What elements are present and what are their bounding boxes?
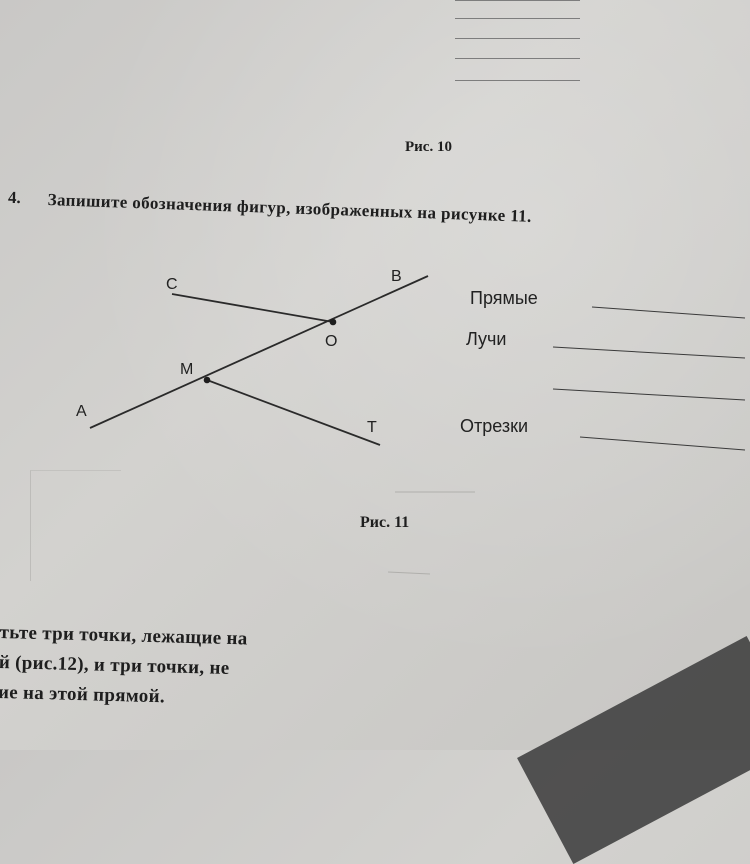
- lines-label: Прямые: [470, 288, 538, 308]
- lines-answer-blank[interactable]: [591, 306, 746, 319]
- label-a: A: [76, 403, 87, 420]
- label-o: O: [325, 333, 337, 350]
- segment-co: [171, 293, 334, 323]
- segments-answer-blank[interactable]: [579, 436, 746, 451]
- rays-label: Лучи: [466, 329, 506, 349]
- label-m: M: [180, 361, 193, 378]
- rays-answer-blank-1[interactable]: [552, 346, 746, 359]
- faint-mark: [387, 571, 431, 575]
- label-c: C: [166, 276, 178, 293]
- point-o: [329, 318, 337, 326]
- segment-mt: [206, 379, 381, 446]
- line-ab: [89, 275, 429, 429]
- page-background: [0, 0, 750, 750]
- figure-11-caption: Рис. 11: [360, 514, 410, 531]
- geometry-figure: C B O M A T Прямые Лучи Отрезки: [76, 268, 746, 575]
- figure-10-caption: Рис. 10: [405, 139, 452, 155]
- previous-answer-lines: [455, 0, 585, 90]
- point-m: [203, 376, 211, 384]
- label-b: B: [391, 268, 402, 285]
- segments-label: Отрезки: [460, 416, 528, 436]
- label-t: T: [367, 419, 377, 436]
- rays-answer-blank-2[interactable]: [552, 388, 746, 401]
- next-task-text: тьте три точки, лежащие на й (рис.12), и…: [0, 618, 248, 714]
- faint-margin-box: [30, 470, 121, 581]
